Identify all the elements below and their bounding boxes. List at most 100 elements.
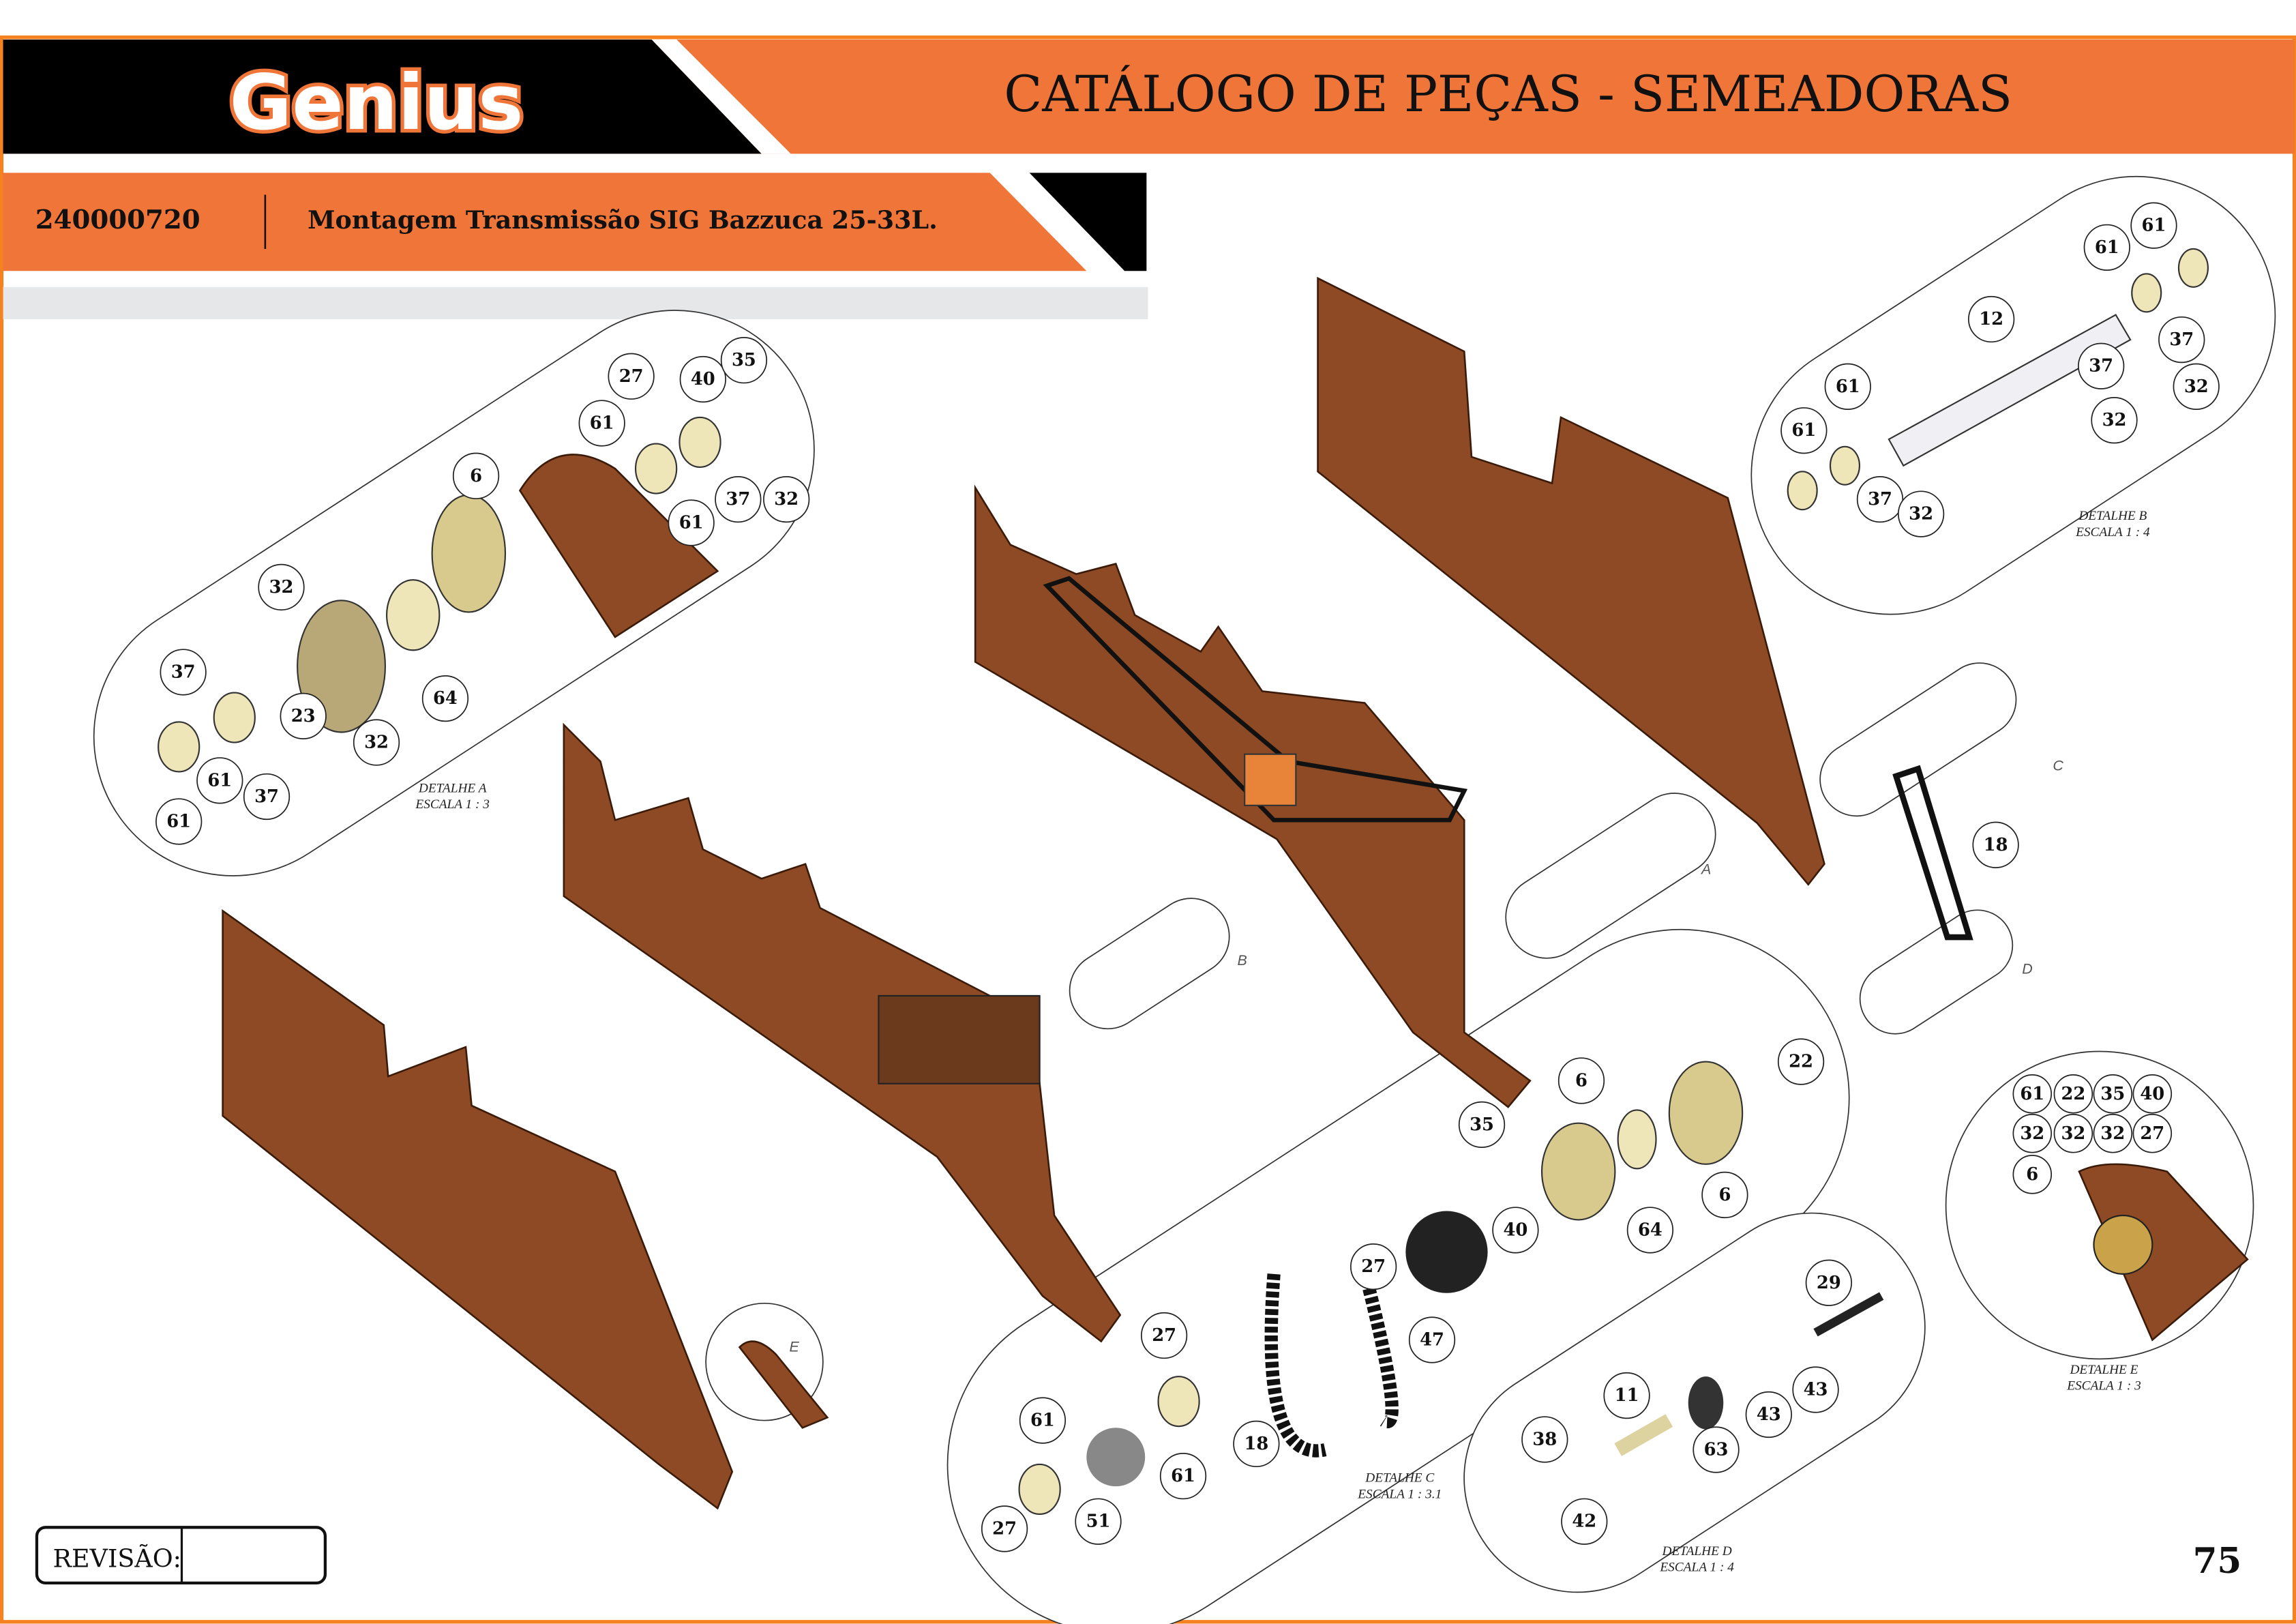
chain [1043, 576, 1468, 823]
callout-circle [2012, 1074, 2053, 1114]
collar-61 [1157, 1376, 1200, 1428]
callout-e: 40 [2132, 1074, 2173, 1114]
spacer-11 [1614, 1414, 1673, 1456]
callout-a: 37 [160, 649, 207, 696]
callout-circle [1233, 1420, 1280, 1468]
detail-a-title: DETALHE A [418, 782, 487, 796]
callout-number: 6 [1718, 1185, 1731, 1205]
callout-a: 40 [679, 355, 726, 403]
callout-d: 38 [1521, 1416, 1568, 1463]
callout-b: 12 [1968, 295, 2015, 343]
callout-circle [160, 649, 207, 696]
callout-number: 35 [732, 350, 756, 370]
callout-number: 32 [2020, 1123, 2044, 1144]
callout-number: 61 [166, 811, 191, 831]
callout-a: 37 [243, 773, 290, 821]
detail-d-marker: D [2022, 961, 2033, 977]
callout-d: 29 [1805, 1259, 1852, 1306]
callout-main: 18 [1972, 821, 2019, 868]
callout-number: 27 [2140, 1123, 2164, 1144]
callout-circle [2078, 342, 2125, 389]
callout-b: 61 [2083, 224, 2130, 271]
callout-number: 47 [1420, 1329, 1444, 1350]
detail-b-marker: B [1237, 952, 1247, 969]
callout-circle [2053, 1113, 2093, 1153]
callout-circle [353, 719, 400, 766]
callout-number: 40 [1503, 1220, 1527, 1240]
callout-e: 32 [2093, 1113, 2133, 1153]
callout-c: 47 [1408, 1316, 1456, 1363]
callout-circle [679, 355, 726, 403]
callout-number: 42 [1572, 1511, 1596, 1532]
callout-number: 32 [2061, 1123, 2085, 1144]
callout-number: 6 [2026, 1164, 2038, 1185]
bearing-a [385, 579, 441, 651]
callout-c: 51 [1075, 1498, 1122, 1545]
callout-circle [1019, 1397, 1067, 1444]
callout-number: 38 [1532, 1429, 1557, 1449]
callout-a: 27 [608, 353, 655, 400]
flange-6b [1668, 1061, 1744, 1165]
gray-band [3, 286, 1148, 320]
callout-circle [1777, 1038, 1825, 1085]
detail-a-marker: A [1700, 861, 1711, 878]
callout-e: 61 [2012, 1074, 2053, 1114]
flange-a [431, 494, 507, 613]
bolt-29 [1813, 1292, 1884, 1337]
callout-circle [668, 499, 715, 546]
callout-circle [1745, 1391, 1792, 1438]
callout-c: 27 [981, 1505, 1028, 1552]
callout-circle [608, 353, 655, 400]
callout-circle [1968, 295, 2015, 343]
callout-c: 27 [1140, 1312, 1188, 1359]
callout-number: 37 [2089, 356, 2113, 377]
callout-number: 61 [2020, 1084, 2044, 1104]
callout-circle [1626, 1207, 1674, 1254]
callout-number: 64 [433, 688, 458, 709]
callout-number: 32 [364, 733, 389, 753]
callout-number: 22 [2061, 1084, 2085, 1104]
flange-a2 [297, 600, 386, 733]
callout-circle [1792, 1366, 1839, 1413]
callout-circle [2053, 1074, 2093, 1114]
callout-circle [1557, 1057, 1605, 1104]
sprocket-51 [1086, 1428, 1146, 1487]
callout-a: 64 [421, 675, 469, 722]
callout-circle [2132, 1074, 2173, 1114]
arm-a [518, 454, 719, 638]
callout-d: 11 [1603, 1372, 1650, 1419]
callout-number: 37 [1868, 489, 1892, 510]
shaft-12 [1888, 314, 2132, 467]
callout-c: 64 [1626, 1207, 1674, 1254]
callout-number: 61 [1836, 377, 1860, 397]
callout-number: 51 [1086, 1511, 1111, 1532]
hub-e [2093, 1214, 2153, 1275]
callout-e: 35 [2093, 1074, 2133, 1114]
callout-number: 27 [992, 1518, 1017, 1539]
footer: REVISÃO: 75 [35, 1526, 2241, 1585]
callout-a: 32 [258, 563, 305, 611]
callout-circle [2012, 1155, 2053, 1194]
callout-b: 61 [2130, 202, 2177, 249]
callout-number: 32 [1909, 504, 1933, 525]
callout-circle [2173, 363, 2220, 410]
callout-circle [1140, 1312, 1188, 1359]
callout-number: 32 [774, 489, 799, 510]
callout-number: 61 [1171, 1466, 1195, 1486]
logo-text: Genius [230, 59, 524, 147]
callout-a: 6 [452, 452, 500, 499]
callout-circle [1521, 1416, 1568, 1463]
callout-b: 37 [2078, 342, 2125, 389]
callout-number: 32 [2102, 410, 2127, 430]
catalog-title: CATÁLOGO DE PEÇAS - SEMEADORAS [1004, 65, 2012, 123]
callout-number: 61 [2095, 237, 2119, 258]
callout-circle [258, 563, 305, 611]
callout-number: 29 [1817, 1273, 1841, 1293]
callout-circle [1408, 1316, 1456, 1363]
callout-number: 22 [1789, 1052, 1813, 1072]
callout-circle [2093, 1074, 2133, 1114]
revision-label: REVISÃO: [53, 1543, 181, 1573]
chain-c [1264, 1273, 1399, 1458]
callout-a: 37 [715, 475, 762, 523]
callout-circle [1492, 1207, 1539, 1254]
